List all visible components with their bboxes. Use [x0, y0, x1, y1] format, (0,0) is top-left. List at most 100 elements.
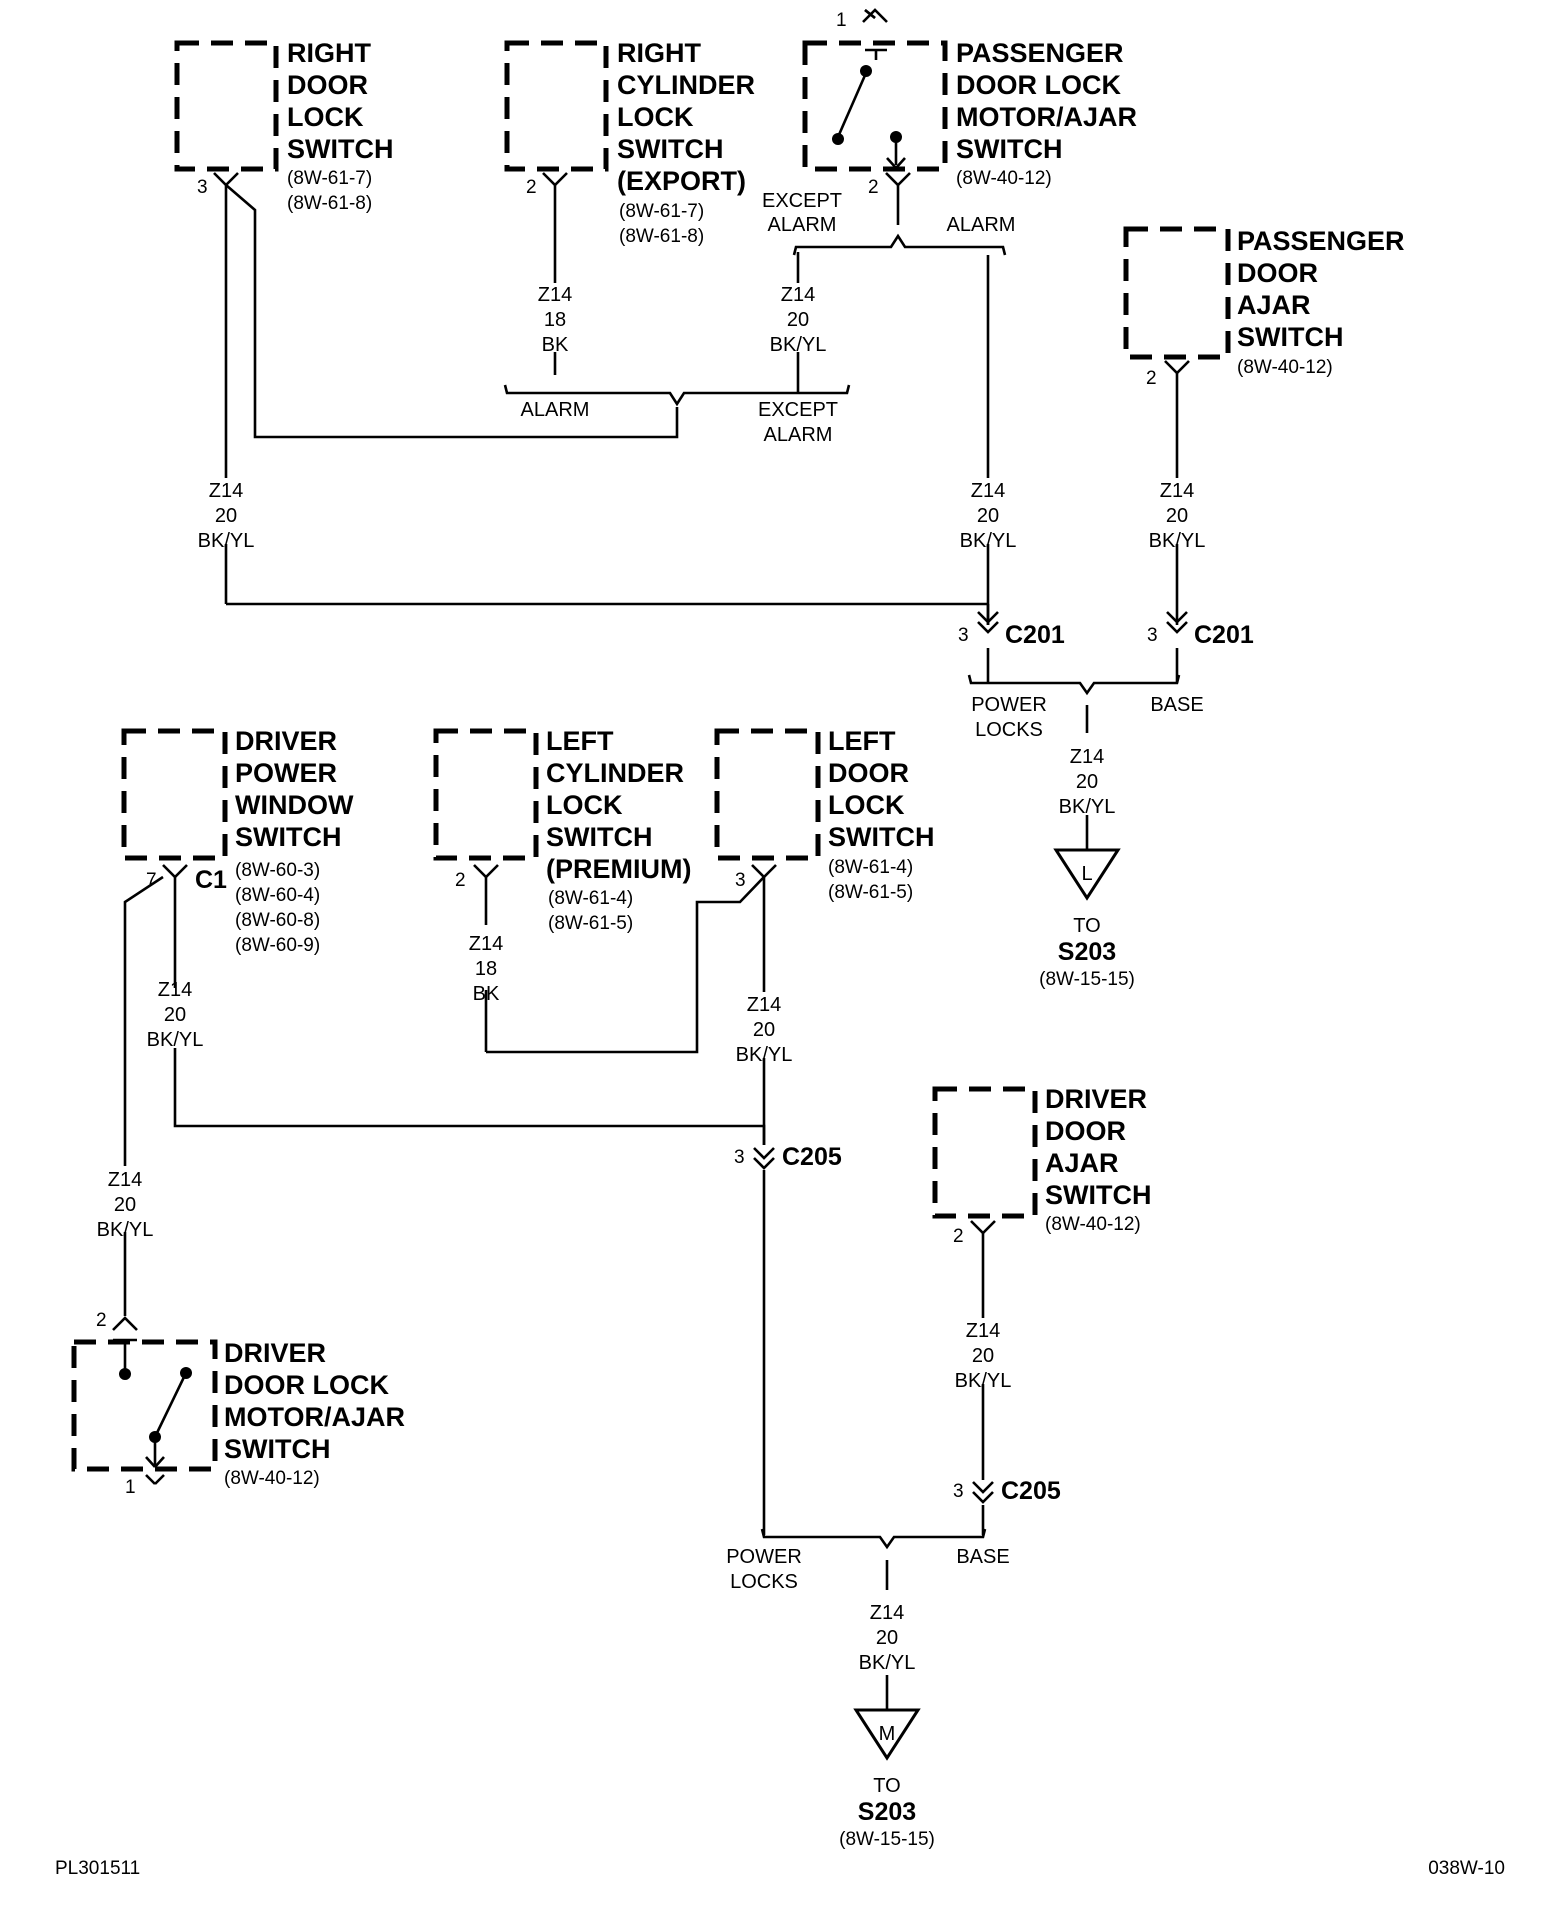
svg-text:SWITCH: SWITCH [287, 134, 393, 164]
upper-branch-labels: EXCEPT ALARM ALARM ALARM EXCEPT ALARM [521, 190, 1016, 446]
splice-l-triangle [1053, 848, 1121, 901]
left-door-lock-switch-label: LEFT DOOR LOCK SWITCH (8W-61-4) (8W-61-5… [828, 726, 934, 903]
svg-text:C201: C201 [1005, 621, 1065, 649]
left-door-pin-3: 3 [735, 870, 746, 891]
svg-text:DOOR LOCK: DOOR LOCK [956, 70, 1121, 100]
splice-m: M TO S203 (8W-15-15) [839, 1723, 935, 1850]
svg-text:Z14: Z14 [158, 979, 192, 1001]
driver-door-ajar-switch-box [932, 1086, 1038, 1219]
svg-text:DOOR: DOOR [287, 70, 368, 100]
wire-labels: Z14 18 BK Z14 20 BK/YL Z14 20 BK/YL Z14 … [97, 284, 1206, 1674]
svg-text:SWITCH: SWITCH [546, 822, 652, 852]
c205-lower: 3 C205 [953, 1477, 1061, 1505]
svg-text:CYLINDER: CYLINDER [617, 70, 755, 100]
svg-text:(PREMIUM): (PREMIUM) [546, 854, 691, 884]
c201-branch-labels: POWER LOCKS BASE [971, 694, 1203, 741]
svg-text:(8W-61-5): (8W-61-5) [548, 913, 633, 934]
right-door-lock-switch-box [174, 40, 279, 172]
svg-text:Z14: Z14 [747, 994, 781, 1016]
svg-text:BASE: BASE [956, 1546, 1009, 1568]
svg-text:CYLINDER: CYLINDER [546, 758, 684, 788]
svg-text:LOCK: LOCK [617, 102, 694, 132]
driver-motor-pin-1: 1 [125, 1477, 136, 1498]
svg-text:BK/YL: BK/YL [955, 1370, 1012, 1392]
svg-text:M: M [879, 1723, 896, 1745]
svg-text:S203: S203 [858, 1798, 916, 1826]
svg-text:(8W-60-3): (8W-60-3) [235, 860, 320, 881]
svg-text:L: L [1081, 863, 1092, 885]
svg-text:20: 20 [1076, 771, 1098, 793]
svg-text:Z14: Z14 [108, 1169, 142, 1191]
svg-text:SWITCH: SWITCH [1045, 1180, 1151, 1210]
svg-text:ALARM: ALARM [764, 424, 833, 446]
passenger-motor-pin-1: 1 [836, 10, 847, 31]
svg-text:3: 3 [1147, 625, 1158, 646]
driver-window-connector-c1: C1 [195, 866, 227, 894]
driver-motor-contact-3 [149, 1431, 161, 1443]
svg-text:ALARM: ALARM [768, 214, 837, 236]
driver-ajar-pin-2: 2 [953, 1226, 964, 1247]
svg-text:BK/YL: BK/YL [1149, 530, 1206, 552]
svg-text:(8W-60-8): (8W-60-8) [235, 910, 320, 931]
svg-text:LOCKS: LOCKS [975, 719, 1043, 741]
svg-text:AJAR: AJAR [1237, 290, 1311, 320]
right-cylinder-lock-switch-box [504, 40, 609, 172]
svg-text:3: 3 [958, 625, 969, 646]
svg-text:PASSENGER: PASSENGER [1237, 226, 1405, 256]
right-door-lock-switch-label: RIGHT DOOR LOCK SWITCH (8W-61-7) (8W-61-… [287, 38, 393, 214]
svg-text:(8W-61-4): (8W-61-4) [828, 857, 913, 878]
svg-text:Z14: Z14 [209, 480, 243, 502]
driver-motor-pin-2: 2 [96, 1310, 107, 1331]
left-cylinder-lock-switch-label: LEFT CYLINDER LOCK SWITCH (PREMIUM) (8W-… [546, 726, 691, 934]
svg-text:DRIVER: DRIVER [235, 726, 337, 756]
svg-text:BK/YL: BK/YL [198, 530, 255, 552]
passenger-motor-switch-symbol [836, 8, 906, 169]
splice-l: L TO S203 (8W-15-15) [1039, 863, 1135, 990]
svg-text:(8W-40-12): (8W-40-12) [956, 168, 1052, 189]
svg-text:3: 3 [734, 1147, 745, 1168]
svg-text:BK: BK [473, 983, 500, 1005]
svg-text:18: 18 [475, 958, 497, 980]
right-cylinder-pin-2: 2 [526, 177, 537, 198]
svg-text:Z14: Z14 [870, 1602, 904, 1624]
svg-text:SWITCH: SWITCH [617, 134, 723, 164]
svg-text:LOCK: LOCK [287, 102, 364, 132]
driver-power-window-switch-box [121, 728, 228, 861]
svg-text:DOOR LOCK: DOOR LOCK [224, 1370, 389, 1400]
svg-text:S203: S203 [1058, 938, 1116, 966]
c201-connectors: 3 C201 3 C201 [958, 621, 1254, 649]
right-cylinder-lock-switch-label: RIGHT CYLINDER LOCK SWITCH (EXPORT) (8W-… [617, 38, 755, 247]
svg-text:DOOR: DOOR [1045, 1116, 1126, 1146]
driver-motor-contact-2 [180, 1367, 192, 1379]
svg-text:BASE: BASE [1150, 694, 1203, 716]
svg-text:EXCEPT: EXCEPT [762, 190, 842, 212]
splice-m-triangle [853, 1708, 921, 1761]
svg-text:(8W-61-5): (8W-61-5) [828, 882, 913, 903]
wires [123, 184, 1181, 1710]
svg-text:C205: C205 [782, 1143, 842, 1171]
passenger-ajar-pin-2: 2 [1146, 368, 1157, 389]
svg-text:20: 20 [215, 505, 237, 527]
svg-text:ALARM: ALARM [947, 214, 1016, 236]
svg-text:(8W-61-8): (8W-61-8) [619, 226, 704, 247]
svg-text:EXCEPT: EXCEPT [758, 399, 838, 421]
connector-chevrons [753, 611, 1188, 1504]
svg-text:Z14: Z14 [781, 284, 815, 306]
svg-text:C205: C205 [1001, 1477, 1061, 1505]
svg-text:DOOR: DOOR [1237, 258, 1318, 288]
svg-text:Z14: Z14 [538, 284, 572, 306]
svg-text:TO: TO [873, 1775, 900, 1797]
svg-text:20: 20 [114, 1194, 136, 1216]
svg-text:18: 18 [544, 309, 566, 331]
svg-text:(8W-61-7): (8W-61-7) [287, 168, 372, 189]
svg-text:POWER: POWER [235, 758, 337, 788]
svg-text:C201: C201 [1194, 621, 1254, 649]
driver-power-window-switch-label: DRIVER POWER WINDOW SWITCH (8W-60-3) (8W… [235, 726, 354, 956]
svg-text:BK/YL: BK/YL [859, 1652, 916, 1674]
svg-text:DOOR: DOOR [828, 758, 909, 788]
svg-text:PASSENGER: PASSENGER [956, 38, 1124, 68]
svg-text:3: 3 [953, 1481, 964, 1502]
svg-text:TO: TO [1073, 915, 1100, 937]
passenger-motor-contact-2 [832, 133, 844, 145]
svg-text:BK/YL: BK/YL [1059, 796, 1116, 818]
